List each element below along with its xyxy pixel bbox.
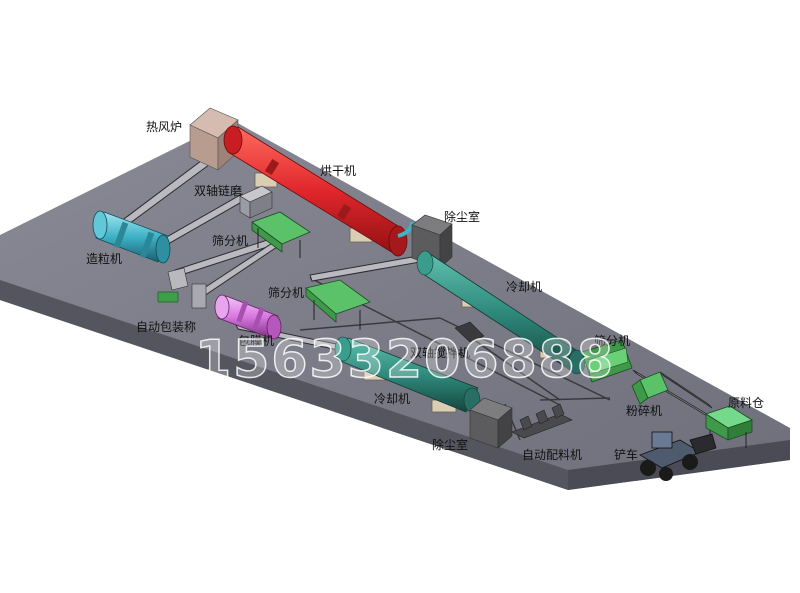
- label-auto-batching-machine: 自动配料机: [522, 448, 583, 462]
- label-dryer: 烘干机: [320, 164, 357, 178]
- label-screener-3: 筛分机: [594, 334, 631, 348]
- label-forklift: 铲车: [614, 448, 639, 462]
- cooler-drum-upper: [416, 250, 586, 375]
- label-hot-air-furnace: 热风炉: [146, 120, 183, 134]
- label-cooler-1: 冷却机: [506, 280, 543, 294]
- label-granulator: 造粒机: [86, 252, 123, 266]
- label-raw-material-bin: 原料仓: [728, 396, 765, 410]
- label-screener-2: 筛分机: [268, 286, 305, 300]
- label-dust-room-1: 除尘室: [444, 210, 481, 224]
- chain-mill: [239, 185, 273, 219]
- floor-slab: [0, 120, 790, 490]
- granulator-drum: [92, 210, 171, 264]
- label-crusher: 粉碎机: [626, 404, 663, 418]
- coating-drum: [214, 294, 282, 340]
- label-double-shaft-chain-mill: 双轴链磨: [194, 184, 243, 198]
- screener-machine-1: [251, 211, 311, 258]
- label-coating-machine: 包膜机: [238, 334, 275, 348]
- screener-machine-2: [305, 279, 371, 330]
- watermark-phone-number: 15633206888: [194, 329, 615, 391]
- batching-machine: [511, 403, 573, 439]
- screener-machine-3: [581, 339, 633, 383]
- dust-room-bottom: [469, 397, 513, 449]
- double-shaft-mixer: [454, 321, 485, 343]
- crusher-machine: [631, 371, 669, 405]
- label-screener-1: 筛分机: [212, 234, 249, 248]
- dryer-drum: [223, 125, 414, 257]
- raw-material-bin: [705, 405, 753, 448]
- label-cooler-2: 冷却机: [374, 392, 411, 406]
- cooler-drum-lower: [334, 336, 481, 413]
- label-double-shaft-mixer: 双轴搅拌机: [410, 346, 471, 360]
- label-dust-room-2: 除尘室: [432, 438, 469, 452]
- packing-scale: [157, 267, 207, 309]
- label-auto-packing-scale: 自动包装称: [136, 320, 197, 334]
- loader-vehicle: [639, 431, 717, 481]
